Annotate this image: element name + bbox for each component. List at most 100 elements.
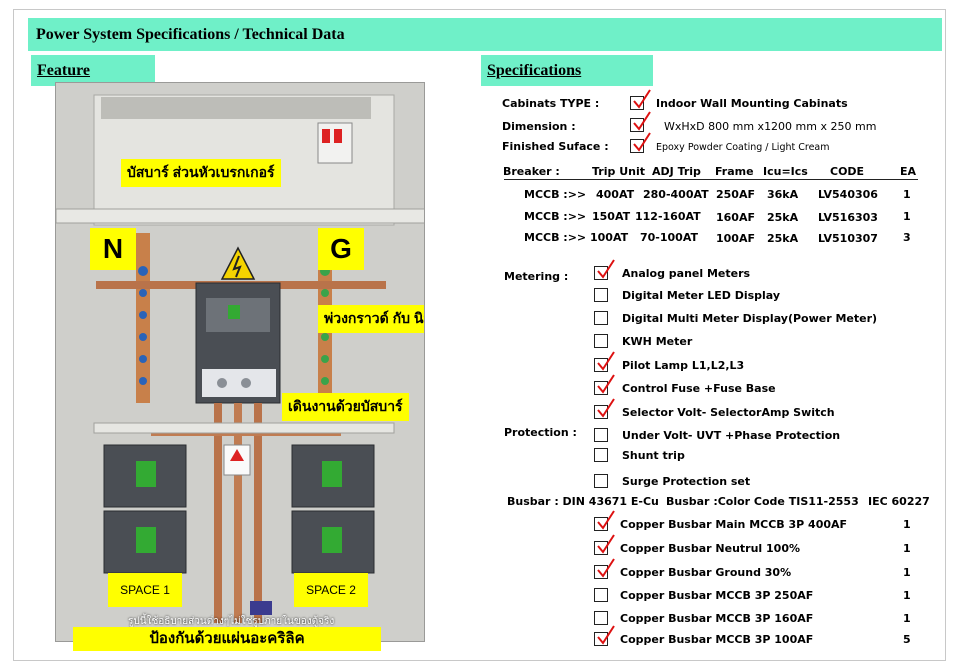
cabinet-illustration [56, 83, 424, 641]
option-checkbox[interactable] [594, 334, 608, 348]
option-label: Surge Protection set [622, 475, 751, 488]
option-label: Pilot Lamp L1,L2,L3 [622, 359, 745, 372]
busbar-checkbox[interactable] [594, 510, 615, 531]
option-checkbox[interactable] [594, 428, 608, 442]
check-icon [597, 259, 615, 279]
breaker-frame: 160AF [716, 211, 755, 224]
breaker-trip-unit: 150AT [592, 210, 631, 223]
busbar-item-label: Copper Busbar MCCB 3P 250AF [620, 589, 814, 602]
check-icon [597, 351, 615, 371]
title-bar: Power System Specifications / Technical … [28, 18, 942, 51]
ground-neutral-tag: พ่วงกราวด์ กับ นิวทรัล [318, 305, 424, 333]
busbar-color-code: Busbar :Color Code TIS11-2553 [666, 495, 859, 508]
busbar-checkbox[interactable] [594, 534, 615, 555]
check-icon [597, 374, 615, 394]
neutral-tag: N [90, 228, 136, 270]
breaker-ea: 3 [903, 231, 911, 244]
acrylic-cover-tag: ป้องกันด้วยแผ่นอะคริลิค [73, 627, 381, 651]
breaker-header-icu: Icu=Ics [763, 165, 808, 178]
space-1-tag: SPACE 1 [108, 573, 182, 607]
check-icon [597, 398, 615, 418]
protection-label: Protection : [504, 426, 577, 439]
option-checkbox[interactable] [594, 259, 615, 280]
option-label: Under Volt- UVT +Phase Protection [622, 429, 841, 442]
breaker-type: MCCB :>> [524, 188, 587, 201]
breaker-code: LV540306 [818, 188, 878, 201]
busbar-item-qty: 1 [903, 589, 911, 602]
specifications-heading: Specifications [487, 62, 582, 79]
breaker-frame: 100AF [716, 232, 755, 245]
option-label: Digital Multi Meter Display(Power Meter) [622, 312, 878, 325]
option-label: Shunt trip [622, 449, 685, 462]
dimension-checkbox[interactable] [630, 111, 651, 132]
check-icon [633, 111, 651, 131]
space-2-tag: SPACE 2 [294, 573, 368, 607]
busbar-item-label: Copper Busbar Main MCCB 3P 400AF [620, 518, 848, 531]
ground-tag: G [318, 228, 364, 270]
breaker-header-rule [504, 179, 918, 180]
feature-heading: Feature [37, 62, 91, 79]
check-icon [597, 625, 615, 645]
busbar-checkbox[interactable] [594, 611, 608, 625]
specifications-heading-bar: Specifications [481, 55, 653, 86]
option-label: Digital Meter LED Display [622, 289, 781, 302]
metering-label: Metering : [504, 270, 569, 283]
busbar-item-label: Copper Busbar Neutrul 100% [620, 542, 801, 555]
busbar-item-label: Copper Busbar MCCB 3P 160AF [620, 612, 814, 625]
option-checkbox[interactable] [594, 311, 608, 325]
option-label: Analog panel Meters [622, 267, 751, 280]
breaker-header-code: CODE [830, 165, 865, 178]
check-icon [633, 132, 651, 152]
breaker-adj-trip: 112-160AT [635, 210, 701, 223]
busbar-item-qty: 1 [903, 612, 911, 625]
option-checkbox[interactable] [594, 448, 608, 462]
breaker-trip-unit: 100AT [590, 231, 629, 244]
busbar-item-qty: 1 [903, 518, 911, 531]
check-icon [633, 89, 651, 109]
finish-checkbox[interactable] [630, 132, 651, 153]
option-checkbox[interactable] [594, 398, 615, 419]
busbar-checkbox[interactable] [594, 625, 615, 646]
breaker-header-adj-trip: ADJ Trip [652, 165, 701, 178]
cabinet-type-value: Indoor Wall Mounting Cabinats [656, 97, 848, 110]
busbar-item-label: Copper Busbar MCCB 3P 100AF [620, 633, 814, 646]
check-icon [597, 534, 615, 554]
option-label: KWH Meter [622, 335, 693, 348]
check-icon [597, 510, 615, 530]
dimension-label: Dimension : [502, 120, 576, 133]
finish-value: Epoxy Powder Coating / Light Cream [656, 142, 830, 153]
option-checkbox[interactable] [594, 474, 608, 488]
breaker-icu: 25kA [767, 211, 799, 224]
option-label: Selector Volt- SelectorAmp Switch [622, 406, 835, 419]
busbar-checkbox[interactable] [594, 588, 608, 602]
busbar-standard: Busbar : DIN 43671 E-Cu [507, 495, 659, 508]
photo-caption: รูปนี้ใช้อธิบายส่วนต่างๆไม่ใช่รูปภายในขอ… [128, 616, 335, 627]
page-frame [13, 9, 946, 661]
cabinet-type-checkbox[interactable] [630, 89, 651, 110]
page-title: Power System Specifications / Technical … [36, 26, 345, 43]
feature-heading-bar: Feature [31, 55, 155, 86]
breaker-header-ea: EA [900, 165, 917, 178]
cabinet-type-label: Cabinats TYPE : [502, 97, 600, 110]
breaker-icu: 25kA [767, 232, 799, 245]
busbar-item-qty: 1 [903, 542, 911, 555]
breaker-code: LV510307 [818, 232, 878, 245]
option-checkbox[interactable] [594, 351, 615, 372]
option-label: Control Fuse +Fuse Base [622, 382, 776, 395]
busbar-checkbox[interactable] [594, 558, 615, 579]
breaker-adj-trip: 70-100AT [640, 231, 698, 244]
option-checkbox[interactable] [594, 288, 608, 302]
option-checkbox[interactable] [594, 374, 615, 395]
breaker-type: MCCB :>> [524, 210, 587, 223]
breaker-code: LV516303 [818, 211, 878, 224]
breaker-header-label: Breaker : [503, 165, 560, 178]
finish-label: Finished Suface : [502, 140, 609, 153]
breaker-header-trip-unit: Trip Unit [592, 165, 645, 178]
cabinet-photo: บัสบาร์ ส่วนหัวเบรกเกอร์ N G พ่วงกราวด์ … [55, 82, 425, 642]
check-icon [597, 558, 615, 578]
breaker-icu: 36kA [767, 188, 799, 201]
breaker-ea: 1 [903, 188, 911, 201]
breaker-header-frame: Frame [715, 165, 754, 178]
breaker-trip-unit: 400AT [596, 188, 635, 201]
